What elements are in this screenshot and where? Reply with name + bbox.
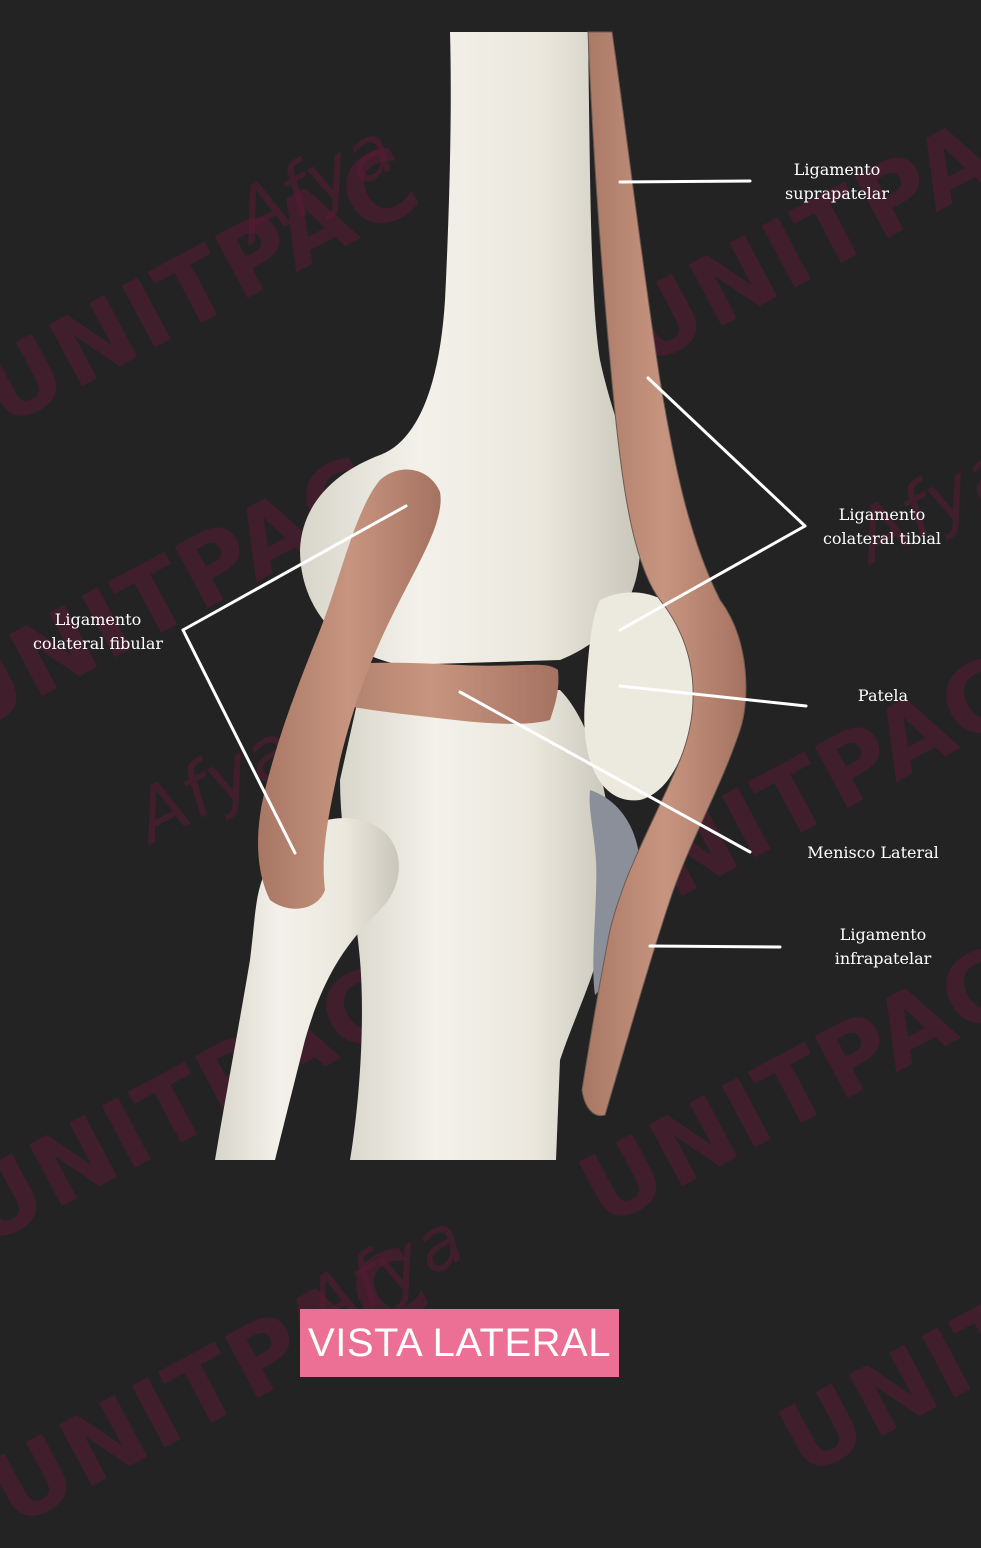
label-ligamento-colateral-fibular: Ligamento colateral fibular: [20, 608, 176, 656]
label-patela: Patela: [857, 686, 909, 705]
title-text: VISTA LATERAL: [308, 1320, 611, 1365]
label-line-2: suprapatelar: [785, 184, 889, 203]
label-ligamento-suprapatelar: Ligamento suprapatelar: [775, 158, 899, 206]
label-line-1: Ligamento: [54, 610, 142, 629]
lateral-meniscus-band: [303, 662, 559, 724]
patella: [584, 592, 696, 801]
label-ligamento-infrapatelar: Ligamento infrapatelar: [815, 923, 951, 971]
label-line-2: colateral tibial: [822, 529, 942, 548]
fibula: [215, 818, 399, 1160]
label-line-2: colateral fibular: [32, 634, 164, 653]
tibia: [340, 690, 613, 1160]
label-line-1: Ligamento: [793, 160, 881, 179]
label-menisco-lateral: Menisco Lateral: [807, 843, 939, 862]
label-line-1: Ligamento: [839, 925, 927, 944]
fibular-collateral-ligament: [258, 469, 441, 909]
label-ligamento-colateral-tibial: Ligamento colateral tibial: [810, 503, 954, 551]
leader-lines: [181, 179, 808, 949]
knee-model-illustration: [181, 31, 808, 1160]
knee-anatomy-figure: UNITPAC Afya UNITPAC UNITPAC Afya UNITPA…: [0, 31, 981, 1548]
label-line-1: Ligamento: [838, 505, 926, 524]
title-banner: VISTA LATERAL: [300, 1309, 619, 1377]
label-line-2: infrapatelar: [834, 949, 932, 968]
menisco-shadow: [589, 790, 640, 995]
suprapatelar-ligament: [581, 31, 747, 1117]
